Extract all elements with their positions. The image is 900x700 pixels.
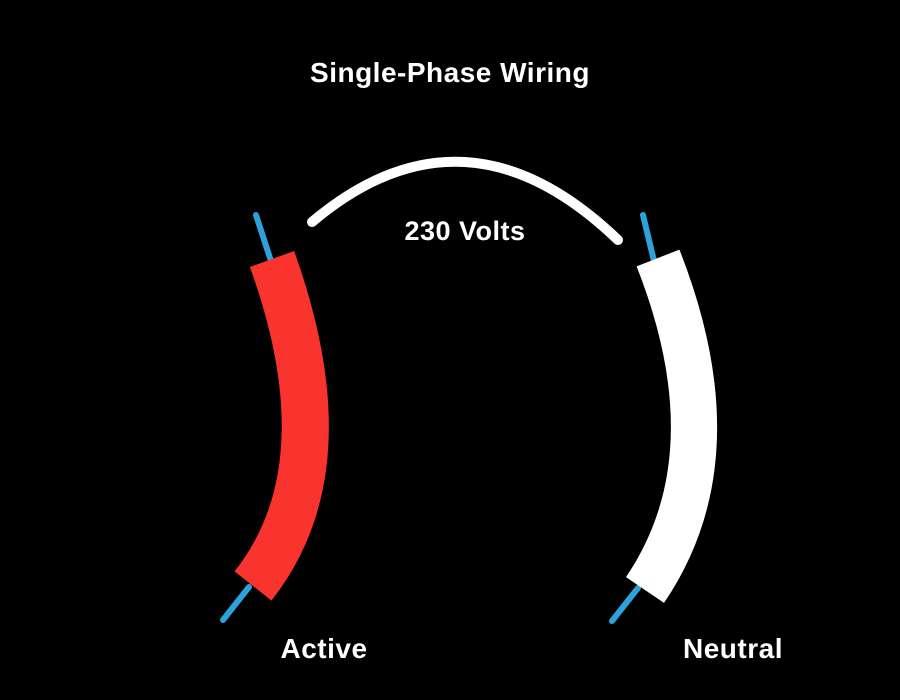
active-wire-insulation	[234, 251, 329, 601]
active-wire-group	[220, 212, 329, 623]
voltage-arc	[307, 156, 623, 245]
active-wire-lead-top	[253, 212, 274, 264]
diagram-title: Single-Phase Wiring	[310, 57, 590, 88]
active-wire-label: Active	[280, 633, 367, 664]
neutral-wire-insulation	[625, 249, 717, 603]
voltage-label: 230 Volts	[404, 216, 525, 246]
active-wire-lead-bottom	[220, 584, 252, 623]
neutral-wire-label: Neutral	[683, 633, 783, 664]
neutral-wire-group	[609, 212, 717, 624]
neutral-wire-lead-top	[640, 212, 657, 264]
neutral-wire-lead-bottom	[609, 585, 641, 624]
